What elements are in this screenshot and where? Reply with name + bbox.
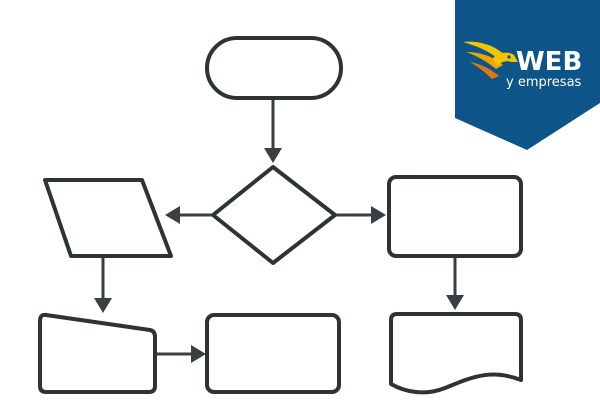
- arrow-decision-to-right-process: [335, 206, 386, 224]
- nodes: [38, 36, 523, 395]
- manual-input-node[interactable]: [38, 312, 157, 394]
- arrow-manual-input-to-process: [156, 345, 206, 363]
- arrow-right-process-to-document: [446, 256, 464, 310]
- arrow-left-input-to-manual-input: [94, 258, 112, 313]
- connectors: [94, 98, 464, 363]
- decision-node[interactable]: [211, 165, 337, 265]
- bottom-middle-process-node[interactable]: [205, 313, 341, 394]
- left-input-node[interactable]: [43, 178, 173, 258]
- right-process-node[interactable]: [387, 175, 523, 258]
- start-terminal-node[interactable]: [205, 36, 343, 100]
- arrow-start-to-decision: [264, 98, 282, 163]
- document-node[interactable]: [389, 312, 523, 395]
- arrow-decision-to-left-input: [165, 206, 213, 224]
